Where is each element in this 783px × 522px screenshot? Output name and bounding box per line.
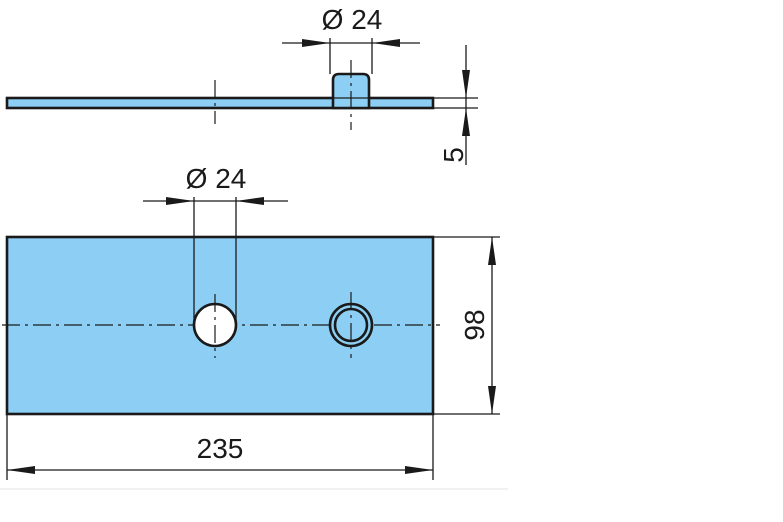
side-diameter-label: Ø 24 <box>322 4 383 35</box>
length-dimension: 235 <box>6 414 434 480</box>
side-diameter-dimension: Ø 24 <box>282 4 420 74</box>
top-diameter-label: Ø 24 <box>186 163 247 194</box>
height-label: 98 <box>459 309 490 340</box>
side-plate <box>5 96 435 110</box>
side-thickness-dimension: 5 <box>433 45 478 165</box>
side-view: Ø 24 5 <box>5 4 478 165</box>
side-thickness-label: 5 <box>438 147 469 163</box>
top-view: Ø 24 98 235 <box>2 163 500 480</box>
length-label: 235 <box>197 433 244 464</box>
height-dimension: 98 <box>433 236 500 415</box>
top-diameter-dimension: Ø 24 <box>143 163 288 325</box>
